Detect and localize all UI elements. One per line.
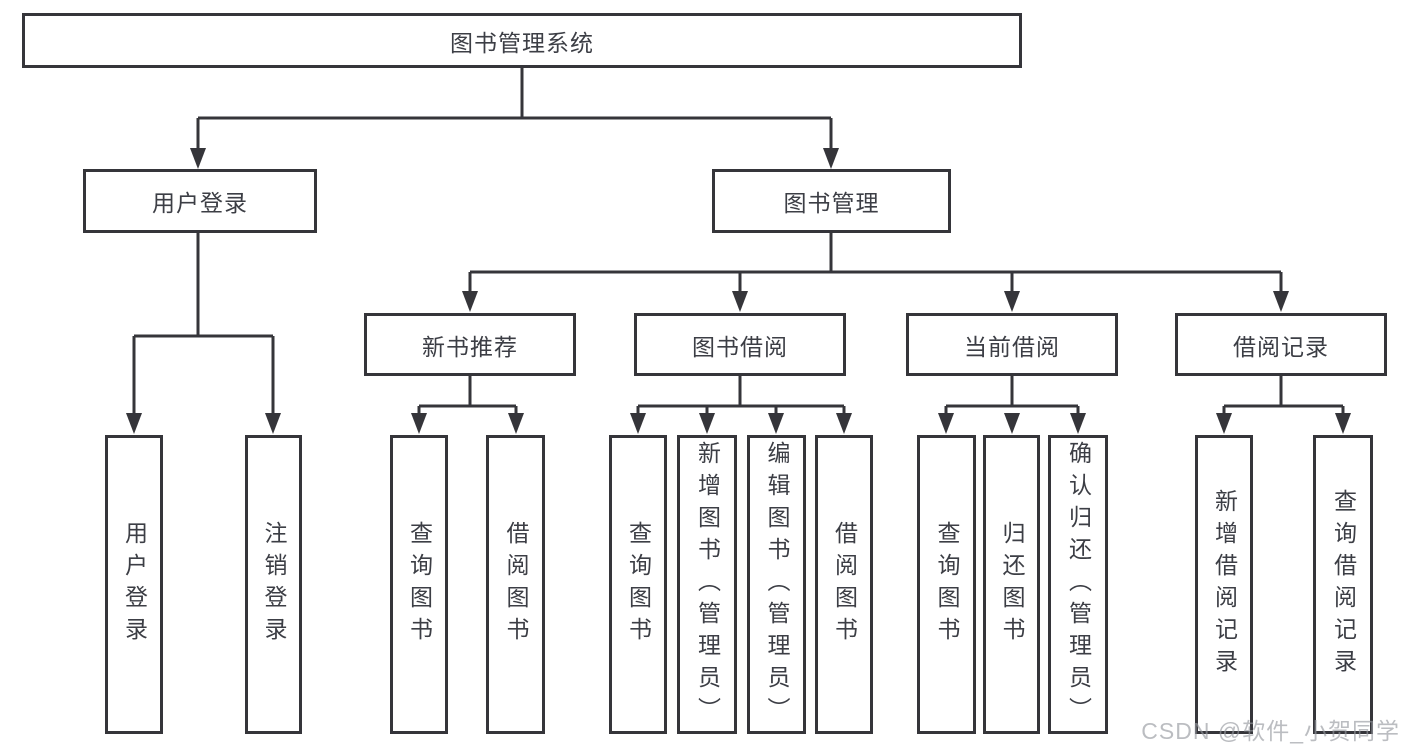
connector-borrow-records-children xyxy=(1222,375,1345,415)
node-current-borrow: 当前借阅 xyxy=(906,313,1118,376)
leaf-user-login: 用户登录 xyxy=(105,435,163,734)
leaf-edit-book-admin: 编辑图书（管理员） xyxy=(747,435,806,734)
connector-root-to-level2 xyxy=(196,67,833,150)
node-label: 新书推荐 xyxy=(422,333,518,360)
leaf-confirm-return-admin: 确认归还（管理员） xyxy=(1048,435,1108,734)
node-label: 查询图书 xyxy=(406,520,433,649)
leaf-add-book-admin: 新增图书（管理员） xyxy=(677,435,737,734)
node-label: 图书管理系统 xyxy=(450,29,594,56)
node-label: 确认归还（管理员） xyxy=(1065,440,1092,729)
node-label: 注销登录 xyxy=(261,520,287,649)
node-label: 用户登录 xyxy=(121,520,148,649)
leaf-borrow-book: 借阅图书 xyxy=(815,435,873,734)
leaf-add-borrow-record: 新增借阅记录 xyxy=(1195,435,1253,734)
node-label: 图书管理 xyxy=(783,190,880,216)
node-label: 借阅记录 xyxy=(1233,333,1329,360)
connector-book-borrow-children xyxy=(636,375,846,415)
leaf-borrow-book-recommend: 借阅图书 xyxy=(486,435,545,734)
node-book-borrow: 图书借阅 xyxy=(634,313,846,376)
node-label: 查询借阅记录 xyxy=(1330,488,1357,681)
connector-current-borrow-children xyxy=(944,375,1080,415)
connector-book-management-children xyxy=(468,232,1283,292)
node-user-login: 用户登录 xyxy=(83,169,317,233)
connector-user-login-children xyxy=(132,232,275,415)
node-label: 新增图书（管理员） xyxy=(694,440,721,729)
arrowhead-icons xyxy=(126,148,1351,434)
node-label: 借阅图书 xyxy=(503,520,529,649)
node-new-book-recommend: 新书推荐 xyxy=(364,313,576,376)
node-label: 用户登录 xyxy=(152,190,248,216)
node-label: 新增借阅记录 xyxy=(1211,488,1238,681)
leaf-query-borrow-record: 查询借阅记录 xyxy=(1313,435,1373,734)
node-label: 借阅图书 xyxy=(831,520,858,649)
node-label: 归还图书 xyxy=(999,520,1025,649)
node-label: 查询图书 xyxy=(934,520,960,649)
node-book-management: 图书管理 xyxy=(712,169,951,233)
node-borrow-records: 借阅记录 xyxy=(1175,313,1387,376)
connector-new-book-recommend-children xyxy=(417,375,518,415)
node-label: 查询图书 xyxy=(625,520,652,649)
node-root-library-system: 图书管理系统 xyxy=(22,13,1022,68)
leaf-query-book-borrow: 查询图书 xyxy=(609,435,667,734)
node-label: 图书借阅 xyxy=(692,333,788,360)
leaf-query-book-recommend: 查询图书 xyxy=(390,435,448,734)
node-label: 编辑图书（管理员） xyxy=(764,440,790,729)
leaf-return-book: 归还图书 xyxy=(983,435,1040,734)
leaf-logout: 注销登录 xyxy=(245,435,302,734)
leaf-query-book-current: 查询图书 xyxy=(917,435,976,734)
node-label: 当前借阅 xyxy=(964,333,1060,360)
